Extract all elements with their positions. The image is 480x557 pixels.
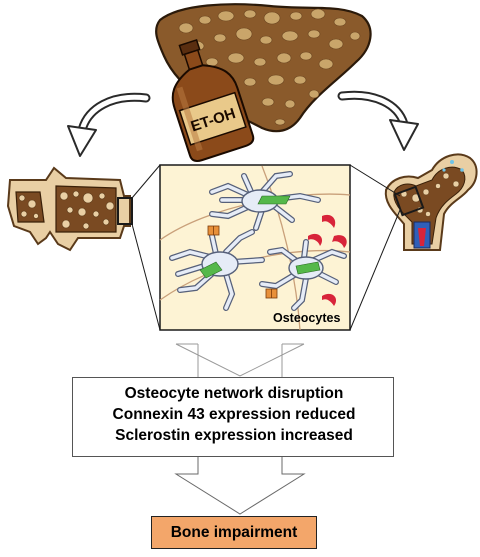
alcohol-bottle-icon: ET-OH <box>171 38 255 163</box>
curved-arrow-left-icon <box>67 92 151 157</box>
osteocyte-zoom-panel <box>159 164 351 331</box>
finding-network-disruption: Osteocyte network disruption <box>124 385 344 402</box>
findings-box: Osteocyte network disruption Connexin 43… <box>72 377 394 457</box>
outcome-box: Bone impairment <box>151 516 317 549</box>
finding-sclerostin: Sclerostin expression increased <box>115 427 353 444</box>
finding-connexin-43: Connexin 43 expression reduced <box>112 406 356 423</box>
connexin-43 <box>257 195 291 205</box>
gap-junction-icon <box>207 225 278 299</box>
osteocyte-cell <box>209 171 321 231</box>
sclerostin-icon <box>308 214 347 306</box>
osteocyte-cell <box>169 229 265 311</box>
curved-arrow-right-icon <box>337 90 419 151</box>
down-arrow-icon <box>174 343 306 515</box>
connexin-43 <box>199 261 223 279</box>
osteocyte-cell <box>259 239 347 311</box>
femur-icon <box>384 153 478 251</box>
vertebra-icon <box>6 166 133 252</box>
osteocytes-label: Osteocytes <box>273 311 341 325</box>
connexin-43 <box>295 261 321 275</box>
zoom-connector-lines <box>131 164 401 331</box>
